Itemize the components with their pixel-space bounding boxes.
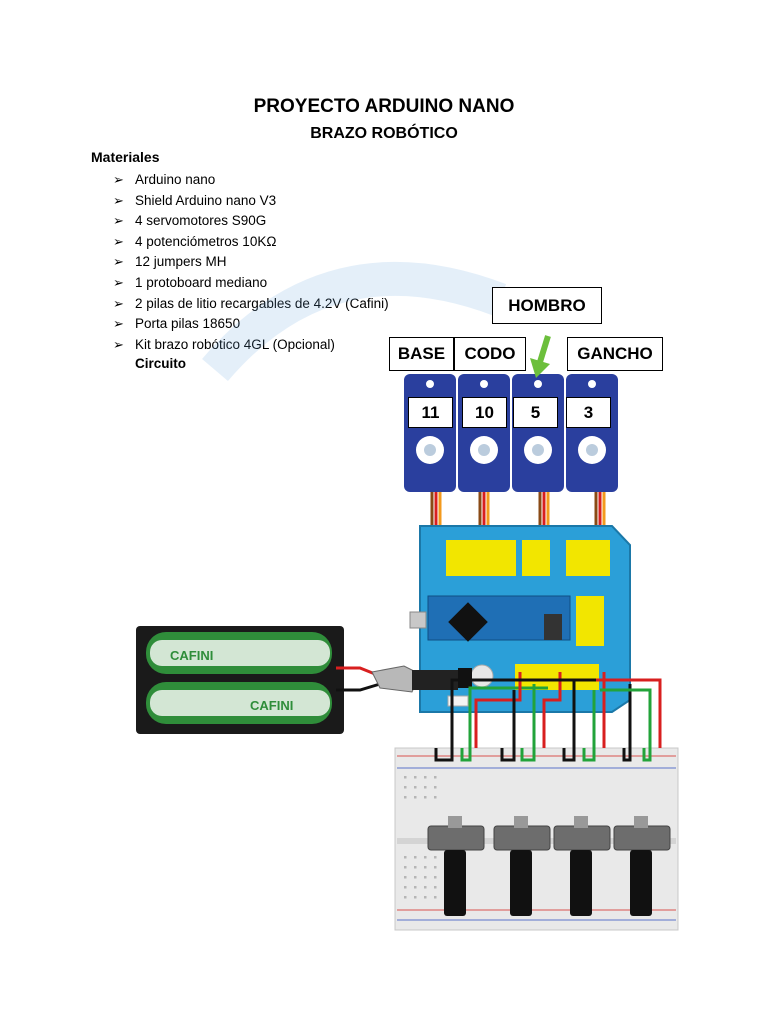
arrow-bullet-icon: ➢ bbox=[113, 254, 124, 270]
servo-header-left bbox=[446, 540, 516, 576]
battery-pack: CAFINI CAFINI bbox=[136, 626, 458, 734]
arrow-bullet-icon: ➢ bbox=[113, 316, 124, 332]
arrow-bullet-icon: ➢ bbox=[113, 233, 124, 249]
potentiometer bbox=[553, 816, 611, 916]
material-item: ➢ Shield Arduino nano V3 bbox=[113, 191, 389, 212]
servo-gancho bbox=[566, 374, 618, 492]
material-item-text: Porta pilas 18650 bbox=[135, 316, 241, 332]
material-item: ➢ Arduino nano bbox=[113, 170, 389, 191]
arrow-bullet-icon: ➢ bbox=[113, 295, 124, 311]
material-item-text: Kit brazo robótico 4GL (Opcional) bbox=[135, 336, 335, 352]
servo-motors bbox=[404, 374, 618, 492]
material-item: ➢ 4 servomotores S90G bbox=[113, 211, 389, 232]
circuit-heading: Circuito bbox=[135, 356, 187, 371]
material-item: ➢ 2 pilas de litio recargables de 4.2V (C… bbox=[113, 294, 389, 315]
potentiometer-wires bbox=[434, 672, 662, 762]
label-hombro: HOMBRO bbox=[492, 287, 602, 324]
label-codo: CODO bbox=[454, 337, 526, 371]
material-item-text: 1 protoboard mediano bbox=[135, 274, 268, 290]
servo-codo bbox=[458, 374, 510, 492]
material-item: ➢ Kit brazo robótico 4GL (Opcional) bbox=[113, 335, 389, 356]
arrow-bullet-icon: ➢ bbox=[113, 213, 124, 229]
material-item-text: Arduino nano bbox=[135, 172, 216, 187]
materials-list: ➢ Arduino nano ➢ Shield Arduino nano V3 ➢ 4… bbox=[113, 170, 389, 355]
reset-button bbox=[470, 664, 494, 688]
usb-port bbox=[409, 611, 427, 629]
page-subtitle: BRAZO ROBÓTICO bbox=[310, 125, 458, 142]
servo-hombro bbox=[512, 374, 564, 492]
material-item-text: 4 servomotores S90G bbox=[135, 213, 267, 229]
servo-pin-label: 3 bbox=[566, 397, 611, 428]
dc-plug-body bbox=[412, 670, 458, 690]
servo-pin-label: 10 bbox=[462, 397, 507, 428]
page-title: PROYECTO ARDUINO NANO bbox=[253, 96, 515, 117]
microcontroller-chip bbox=[448, 602, 488, 642]
arduino-nano-shield bbox=[409, 525, 631, 713]
battery-brand-label: CAFINI bbox=[250, 698, 293, 713]
label-gancho: GANCHO bbox=[567, 337, 663, 371]
material-item-text: 12 jumpers MH bbox=[135, 254, 227, 270]
servo-header-mid bbox=[522, 540, 550, 576]
analog-header bbox=[515, 664, 599, 690]
battery-brand-label: CAFINI bbox=[170, 648, 213, 663]
arrow-bullet-icon: ➢ bbox=[113, 274, 124, 290]
potentiometer bbox=[613, 816, 671, 916]
materials-heading: Materiales bbox=[91, 149, 160, 165]
potentiometers bbox=[427, 816, 671, 916]
potentiometer bbox=[427, 816, 485, 916]
potentiometer bbox=[493, 816, 551, 916]
material-item: ➢ 1 protoboard mediano bbox=[113, 273, 389, 294]
dc-jack bbox=[458, 668, 472, 688]
servo-base bbox=[404, 374, 456, 492]
hombro-arrow-icon bbox=[530, 335, 551, 378]
material-item: ➢ Porta pilas 18650 bbox=[113, 314, 389, 335]
arrow-bullet-icon: ➢ bbox=[113, 336, 124, 352]
material-item: ➢ 4 potenciómetros 10KΩ bbox=[113, 232, 389, 253]
material-item: ➢ 12 jumpers MH bbox=[113, 252, 389, 273]
servo-pin-label: 11 bbox=[408, 397, 453, 428]
material-item-text: 4 potenciómetros 10KΩ bbox=[135, 233, 277, 249]
watermark bbox=[202, 261, 507, 382]
arrow-bullet-icon: ➢ bbox=[113, 172, 124, 187]
reset-switch bbox=[447, 695, 469, 707]
servo-header-right bbox=[566, 540, 610, 576]
material-item-text: Shield Arduino nano V3 bbox=[135, 192, 277, 208]
material-item-text: 2 pilas de litio recargables de 4.2V (Ca… bbox=[135, 295, 389, 311]
icsp-header bbox=[544, 614, 562, 640]
label-base: BASE bbox=[389, 337, 454, 371]
servo-pin-label: 5 bbox=[513, 397, 558, 428]
arrow-bullet-icon: ➢ bbox=[113, 192, 124, 208]
side-header bbox=[576, 596, 604, 646]
